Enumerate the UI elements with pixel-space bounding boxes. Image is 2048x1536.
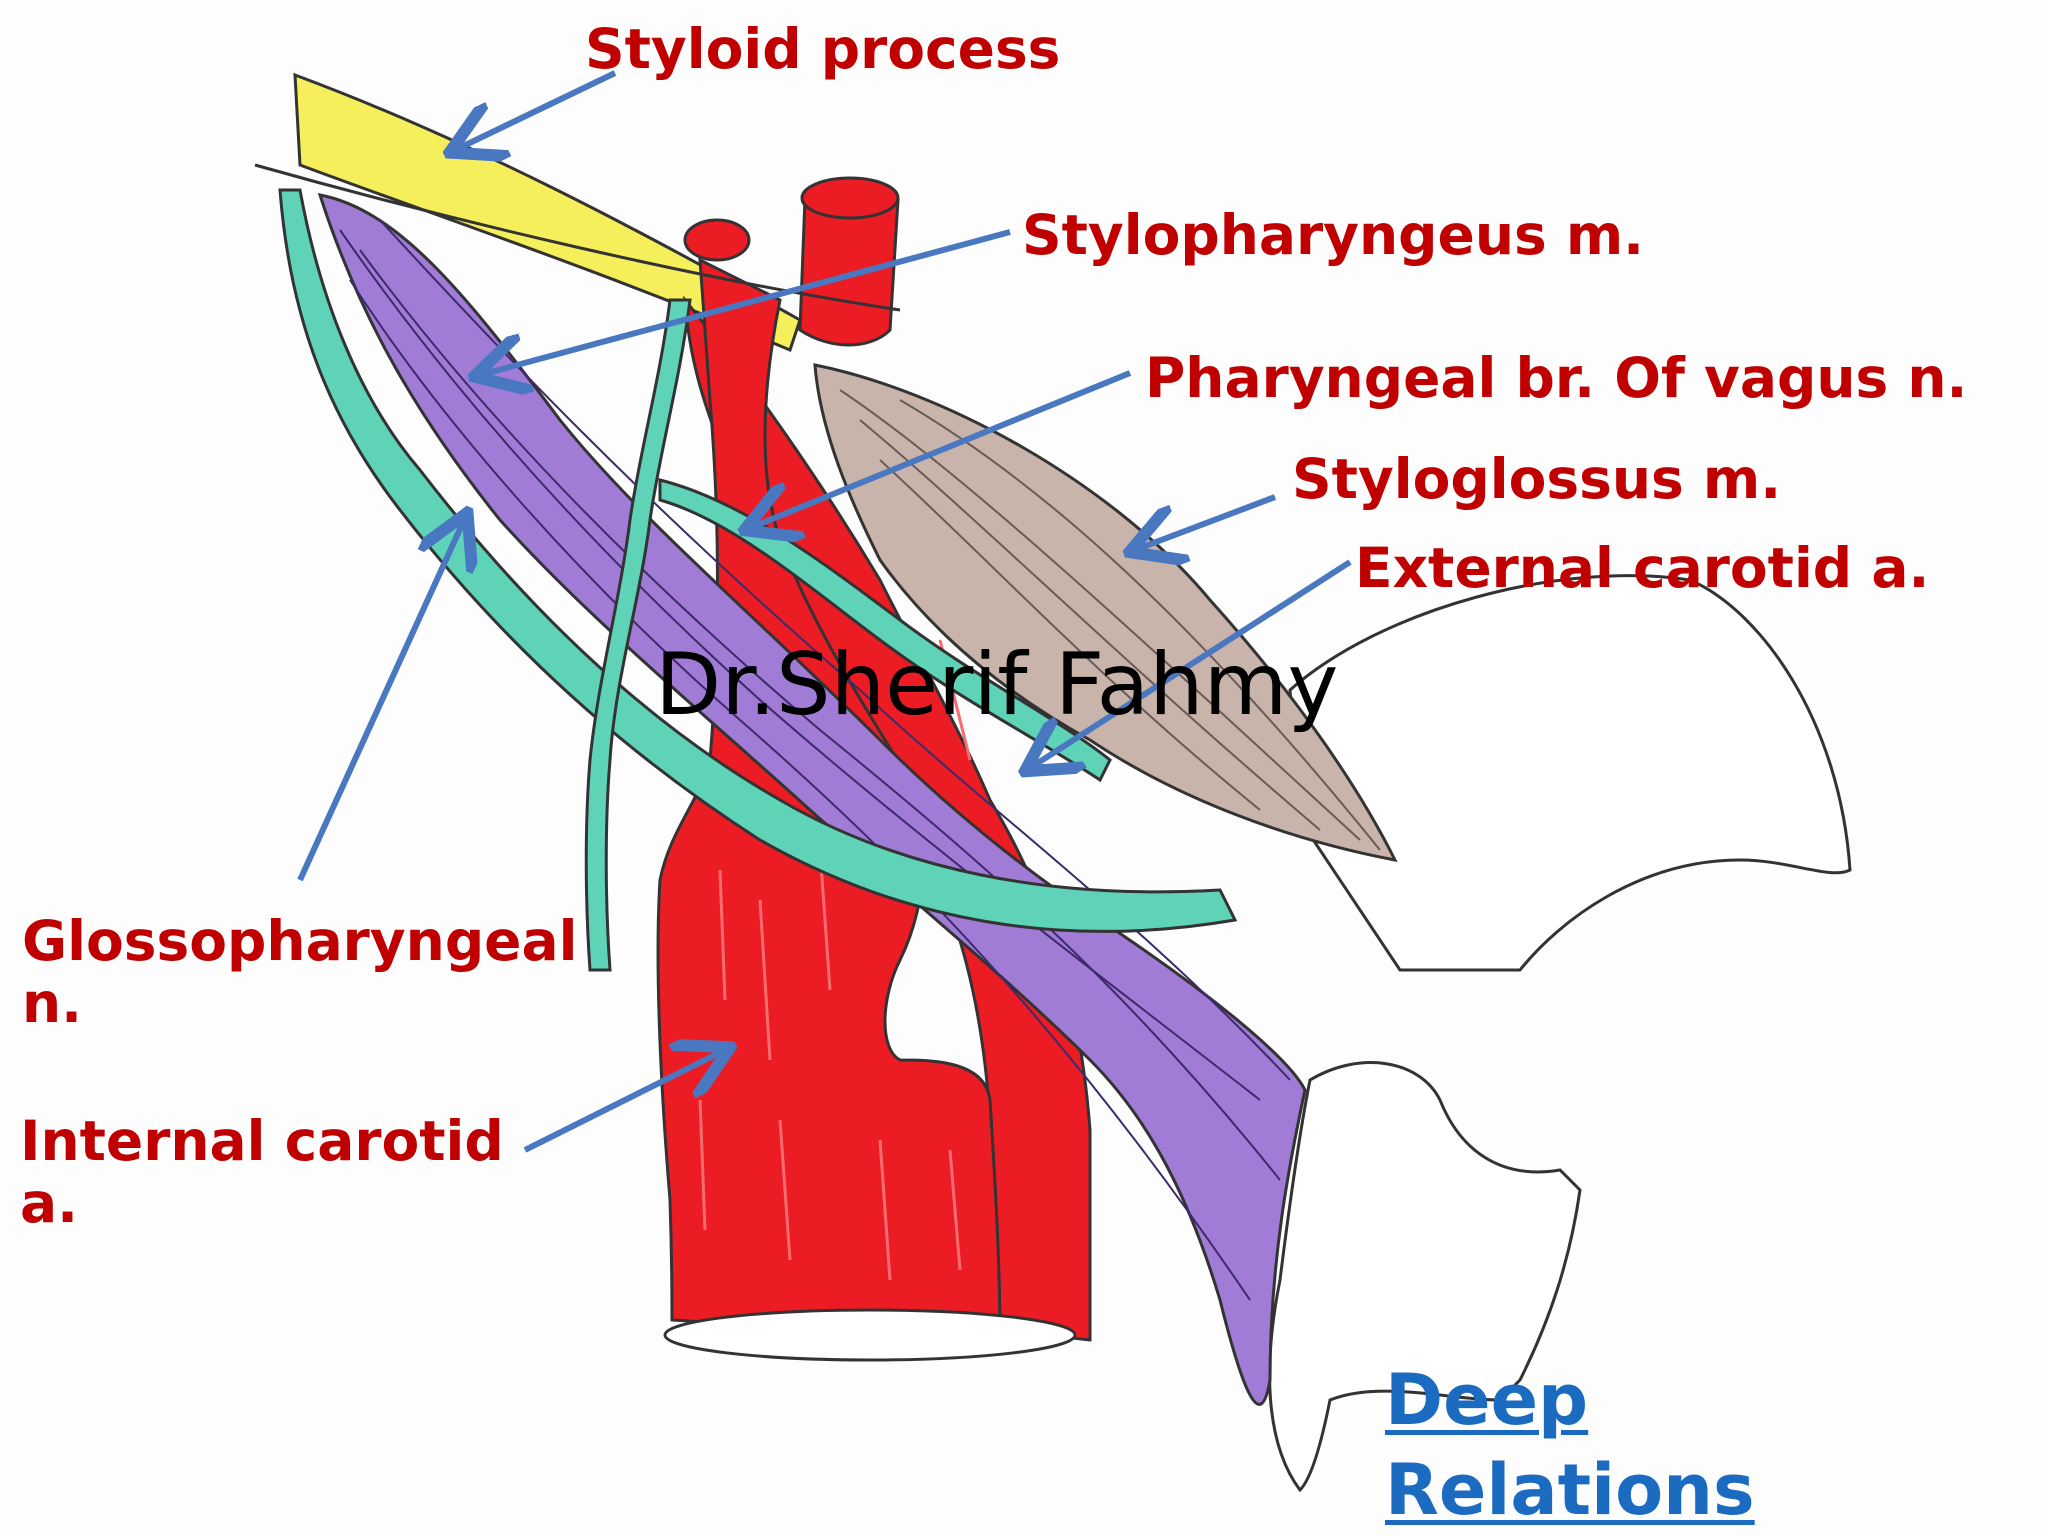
pharyngeal-branch-of-vagus [658,478,1112,783]
pointer-stylopharyngeus [480,229,1011,375]
label-internal-carotid-line1: Internal carotid [20,1109,504,1173]
deep-relations-link[interactable]: Deep Relations [1385,1355,1755,1535]
label-external-carotid: External carotid a. [1355,536,1930,600]
label-glossopharyngeal: Glossopharyngeal n. [22,910,577,1034]
pointer-styloglossus [1135,494,1277,550]
internal-carotid-lumen [683,218,751,262]
stylopharyngeus-muscle [317,193,1307,1406]
watermark-text: Dr.Sherif Fahmy [655,635,1339,735]
label-pointers [297,70,1352,1153]
pointer-styloid-process [455,70,617,150]
external-carotid-lumen [800,176,900,220]
pointer-internal-carotid [523,1050,725,1153]
carotid-bottom-rim [663,1308,1077,1362]
pointer-external-carotid [1030,559,1352,768]
deep-relations-line1[interactable]: Deep [1385,1359,1589,1441]
styloglossus-muscle [813,363,1398,863]
deep-relations-line2[interactable]: Relations [1385,1449,1755,1531]
vagus-nerve-trunk [584,298,692,972]
label-styloglossus: Styloglossus m. [1292,447,1782,511]
label-glossopharyngeal-line1: Glossopharyngeal [22,909,578,973]
thyroid-cartilage-outline [1268,1061,1582,1493]
hyoid-bone-outline [1288,574,1852,972]
label-pharyngeal-branch: Pharyngeal br. Of vagus n. [1145,346,1968,410]
label-internal-carotid: Internal carotid a. [20,1110,504,1234]
external-carotid-upper [798,196,900,347]
label-internal-carotid-line2: a. [20,1171,79,1235]
label-styloid-process: Styloid process [585,17,1061,81]
stylopharyngeus-fibers [339,219,1291,1301]
label-stylopharyngeus: Stylopharyngeus m. [1022,203,1645,267]
label-glossopharyngeal-line2: n. [22,971,83,1035]
skull-base-line [254,163,901,312]
artery-shading [698,639,972,1281]
pointer-pharyngeal-branch [750,370,1132,528]
pointer-glossopharyngeal [297,518,465,882]
